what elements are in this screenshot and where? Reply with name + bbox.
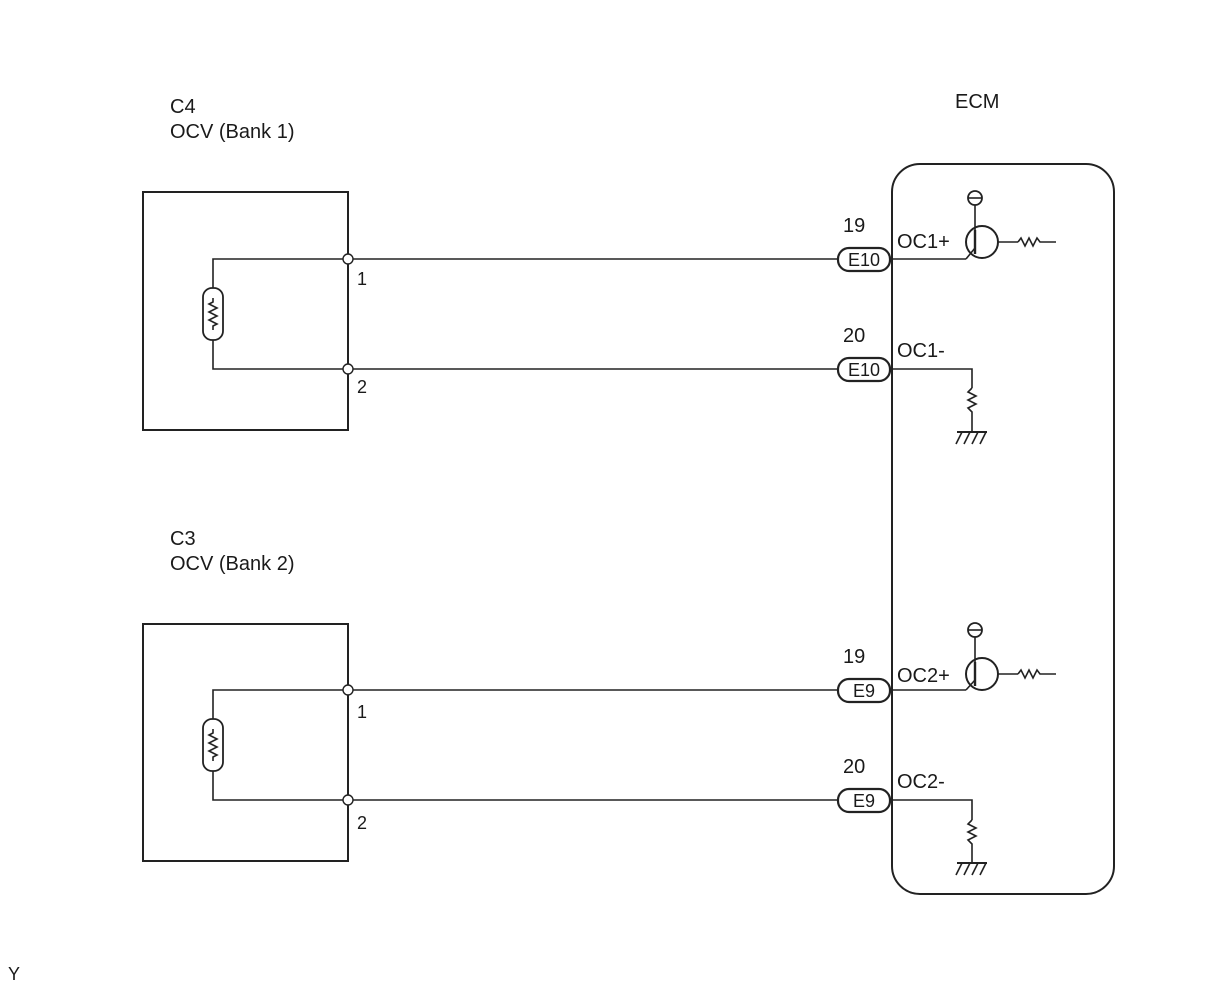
ecm-pin-number: 20	[843, 325, 865, 347]
solenoid-coil-icon	[202, 287, 224, 341]
bank2-name: OCV (Bank 2)	[170, 553, 294, 575]
transistor-icon	[890, 205, 1056, 260]
ocv-bank1: 1 2	[142, 191, 838, 431]
signal-oc2-plus: OC2+	[897, 665, 950, 687]
ocv-bank2: 1 2	[142, 623, 838, 862]
bank1-code: C4	[170, 96, 196, 118]
power-supply-icon	[967, 190, 983, 206]
terminal-dot	[342, 794, 354, 806]
solenoid-coil-icon	[202, 718, 224, 772]
connector-label: E9	[853, 791, 875, 811]
power-supply-icon	[967, 622, 983, 638]
connector-label: E9	[853, 681, 875, 701]
signal-oc2-minus: OC2-	[897, 771, 945, 793]
ocv-bank2-box	[142, 623, 349, 862]
bank1-pin-2: 2	[357, 377, 367, 397]
connector-label: E10	[848, 360, 880, 380]
signal-oc1-minus: OC1-	[897, 340, 945, 362]
terminal-dot	[342, 253, 354, 265]
bank1-name: OCV (Bank 1)	[170, 121, 294, 143]
ecm-box	[891, 163, 1115, 895]
ecm-pin-number: 20	[843, 756, 865, 778]
connector-e10-19: E10	[836, 246, 892, 273]
signal-oc1-plus: OC1+	[897, 231, 950, 253]
ecm-title: ECM	[955, 91, 999, 113]
bank2-pin-1: 1	[357, 702, 367, 722]
footer-mark: Y	[8, 964, 20, 984]
transistor-icon	[890, 637, 1056, 691]
terminal-dot	[342, 363, 354, 375]
ocv-bank1-box	[142, 191, 349, 431]
ground-resistor-icon	[890, 799, 987, 876]
bank2-pin-2: 2	[357, 813, 367, 833]
connector-e9-20: E9	[836, 787, 892, 814]
connector-e10-20: E10	[836, 356, 892, 383]
terminal-dot	[342, 684, 354, 696]
connector-label: E10	[848, 250, 880, 270]
ground-resistor-icon	[890, 368, 987, 445]
ecm-pin-number: 19	[843, 215, 865, 237]
ecm-pin-number: 19	[843, 646, 865, 668]
bank2-code: C3	[170, 528, 196, 550]
connector-e9-19: E9	[836, 677, 892, 704]
bank1-pin-1: 1	[357, 269, 367, 289]
